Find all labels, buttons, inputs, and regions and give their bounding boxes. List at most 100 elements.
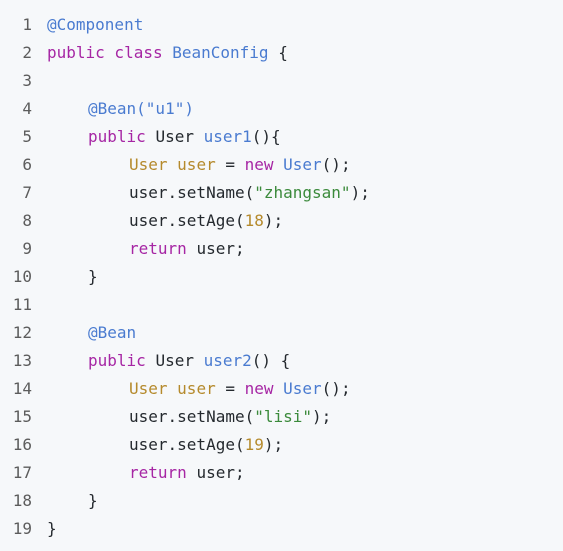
- line-number: 16: [12, 435, 32, 454]
- code-token-var: user: [177, 379, 216, 398]
- code-token-ann: ): [184, 99, 194, 118]
- code-token-plain: }: [47, 519, 57, 538]
- code-line-content: user.setAge(19);: [47, 431, 283, 459]
- code-token-plain: {: [268, 43, 288, 62]
- code-token-plain: user.setName(: [129, 407, 255, 426]
- code-token-plain: user.setName(: [129, 183, 255, 202]
- code-line: 10}: [0, 263, 563, 291]
- code-token-plain: user.setAge(: [129, 211, 245, 230]
- code-line-content: @Component: [47, 11, 143, 39]
- code-line: 7 user.setName("zhangsan");: [0, 179, 563, 207]
- code-line: 2 public class BeanConfig {: [0, 39, 563, 67]
- line-number: 6: [22, 155, 32, 174]
- code-token-plain: ();: [321, 379, 351, 398]
- code-token-kw: public: [88, 351, 156, 370]
- code-token-fn: user1: [203, 127, 252, 146]
- code-line: 16 user.setAge(19);: [0, 431, 563, 459]
- code-line: 11: [0, 291, 563, 319]
- code-line: 8 user.setAge(18);: [0, 207, 563, 235]
- code-token-num: 19: [244, 435, 264, 454]
- code-token-plain: (){: [251, 127, 281, 146]
- code-token-num: 18: [244, 211, 264, 230]
- code-line-content: return user;: [47, 459, 245, 487]
- code-token-plain: user;: [196, 463, 245, 482]
- code-token-ann: "u1": [145, 99, 185, 118]
- code-token-plain: =: [215, 155, 245, 174]
- code-token-type: User: [129, 155, 178, 174]
- code-line-content: public User user2() {: [47, 347, 290, 375]
- code-line: 13 public User user2() {: [0, 347, 563, 375]
- code-token-plain: );: [312, 407, 332, 426]
- code-line: 15 user.setName("lisi");: [0, 403, 563, 431]
- code-line: 17 return user;: [0, 459, 563, 487]
- code-token-plain: );: [263, 435, 284, 454]
- code-line: 9 return user;: [0, 235, 563, 263]
- line-number: 8: [22, 211, 32, 230]
- code-token-plain: user.setAge(: [129, 435, 245, 454]
- code-token-kw: new: [244, 379, 284, 398]
- code-line-content: user.setAge(18);: [47, 207, 283, 235]
- code-line-content: @Bean: [47, 319, 136, 347]
- code-token-cls: BeanConfig: [172, 43, 269, 62]
- code-line-content: public User user1(){: [47, 123, 281, 151]
- code-token-ann: @Bean: [88, 323, 137, 342]
- code-line-content: return user;: [47, 235, 245, 263]
- line-number: 15: [12, 407, 32, 426]
- line-number: 3: [22, 71, 32, 90]
- code-token-kw: return: [129, 463, 197, 482]
- code-token-plain: }: [88, 267, 98, 286]
- code-line: 3: [0, 67, 563, 95]
- code-token-kw: new: [244, 155, 284, 174]
- code-token-ann: @Bean(: [88, 99, 146, 118]
- code-token-ann: @Component: [47, 15, 144, 34]
- code-token-plain: () {: [251, 351, 291, 370]
- line-number: 18: [12, 491, 32, 510]
- code-line: 12 @Bean: [0, 319, 563, 347]
- code-token-str: "zhangsan": [254, 183, 351, 202]
- code-line-content: user.setName("zhangsan");: [47, 179, 370, 207]
- code-token-fn: user2: [203, 351, 252, 370]
- line-number: 2: [22, 43, 32, 62]
- line-number: 1: [22, 15, 32, 34]
- code-token-plain: );: [350, 183, 370, 202]
- code-line: 19}: [0, 515, 563, 543]
- code-line-content: public class BeanConfig {: [47, 39, 288, 67]
- line-number: 12: [12, 323, 32, 342]
- line-number: 10: [12, 267, 32, 286]
- code-token-str: "lisi": [254, 407, 313, 426]
- code-token-kw: return: [129, 239, 197, 258]
- code-line-content: user.setName("lisi");: [47, 403, 331, 431]
- code-line-content: }: [47, 263, 98, 291]
- code-token-plain: User: [155, 351, 204, 370]
- code-token-kw: public class: [47, 43, 173, 62]
- line-number: 19: [12, 519, 32, 538]
- code-line: 1 @Component: [0, 11, 563, 39]
- code-line: 4 @Bean("u1"): [0, 95, 563, 123]
- code-token-plain: ();: [321, 155, 351, 174]
- code-token-plain: User: [155, 127, 204, 146]
- code-token-plain: );: [263, 211, 284, 230]
- line-number: 17: [12, 463, 32, 482]
- line-number: 9: [22, 239, 32, 258]
- line-number: 4: [22, 99, 32, 118]
- line-number: 14: [12, 379, 32, 398]
- line-number: 5: [22, 127, 32, 146]
- code-line-content: @Bean("u1"): [47, 95, 194, 123]
- code-token-cls: User: [283, 155, 322, 174]
- code-line: 5 public User user1(){: [0, 123, 563, 151]
- code-token-var: user: [177, 155, 216, 174]
- code-token-plain: user;: [196, 239, 245, 258]
- line-number: 13: [12, 351, 32, 370]
- code-token-type: User: [129, 379, 178, 398]
- code-token-plain: =: [215, 379, 245, 398]
- code-line-content: }: [47, 487, 98, 515]
- code-line-content: User user = new User();: [47, 375, 351, 403]
- code-line-content: }: [47, 515, 57, 543]
- line-number: 7: [22, 183, 32, 202]
- code-token-cls: User: [283, 379, 322, 398]
- code-line: 18}: [0, 487, 563, 515]
- code-token-kw: public: [88, 127, 156, 146]
